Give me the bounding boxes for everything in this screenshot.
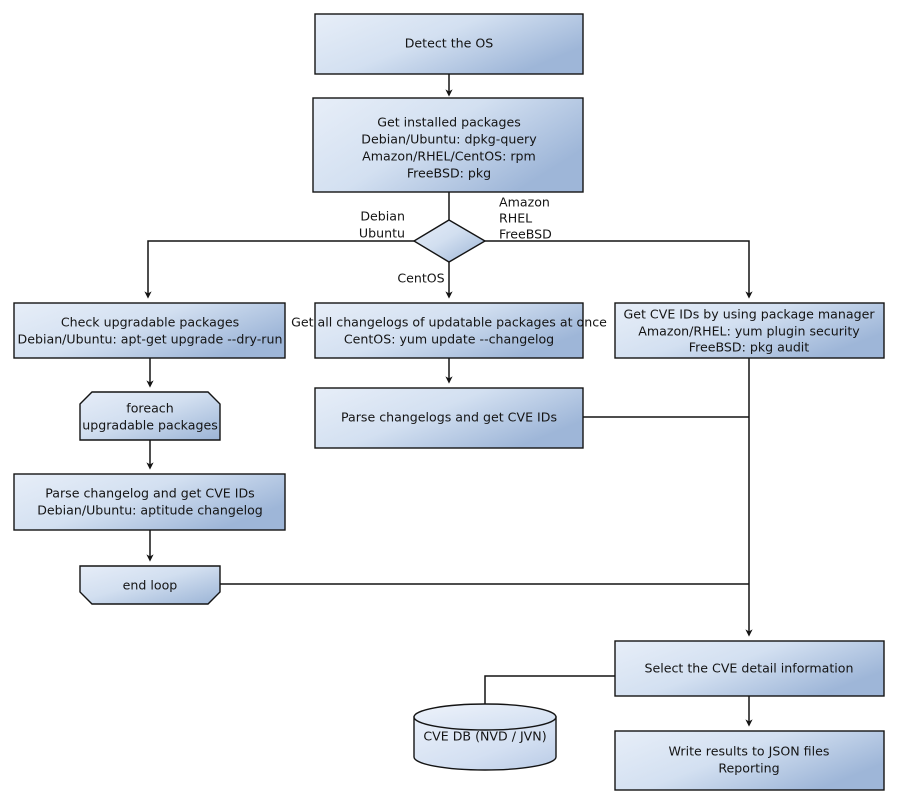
node-cve-database[interactable]: CVE DB (NVD / JVN) <box>413 703 557 771</box>
node-write-results-line-1: Reporting <box>718 761 779 776</box>
node-get-installed-packages-line-3: FreeBSD: pkg <box>407 166 491 181</box>
node-check-upgradable-packages-line-0: Check upgradable packages <box>61 315 239 330</box>
node-parse-changelogs-cve-ids-line-0: Parse changelogs and get CVE IDs <box>341 410 557 425</box>
node-parse-changelog-cve-ids-line-1: Debian/Ubuntu: aptitude changelog <box>37 503 263 518</box>
node-get-cve-ids-package-manager-line-1: Amazon/RHEL: yum plugin security <box>638 324 860 339</box>
node-detect-os[interactable]: Detect the OS <box>314 13 584 75</box>
branch-label-debian-line-0: Debian <box>360 209 405 224</box>
node-write-results[interactable]: Write results to JSON files Reporting <box>614 730 885 791</box>
node-get-installed-packages[interactable]: Get installed packages Debian/Ubuntu: dp… <box>312 97 584 193</box>
node-parse-changelogs-cve-ids[interactable]: Parse changelogs and get CVE IDs <box>314 387 584 449</box>
node-check-upgradable-packages-line-1: Debian/Ubuntu: apt-get upgrade --dry-run <box>18 332 283 347</box>
node-get-installed-packages-line-2: Amazon/RHEL/CentOS: rpm <box>362 149 536 164</box>
node-get-cve-ids-package-manager-line-0: Get CVE IDs by using package manager <box>623 307 875 322</box>
branch-label-amazon-line-2: FreeBSD <box>499 227 552 242</box>
node-end-loop[interactable]: end loop <box>79 565 221 605</box>
node-select-cve-detail-line-0: Select the CVE detail information <box>645 661 854 676</box>
node-get-all-changelogs-line-0: Get all changelogs of updatable packages… <box>291 315 607 330</box>
edge-decision-to-debian-branch <box>144 240 415 299</box>
node-get-installed-packages-line-1: Debian/Ubuntu: dpkg-query <box>361 132 537 147</box>
edge-cve-database-to-select-cve-detail <box>484 675 615 707</box>
node-get-installed-packages-line-0: Get installed packages <box>377 115 521 130</box>
node-check-upgradable-packages[interactable]: Check upgradable packages Debian/Ubuntu:… <box>13 302 286 359</box>
node-foreach-loop-start[interactable]: foreach upgradable packages <box>79 391 221 441</box>
branch-label-centos: CentOS <box>397 271 444 286</box>
node-foreach-loop-start-line-0: foreach <box>126 401 173 416</box>
cylinder-top-ellipse <box>413 703 557 731</box>
node-foreach-loop-start-line-1: upgradable packages <box>82 418 218 433</box>
branch-label-amazon-line-1: RHEL <box>499 211 532 226</box>
decision-branch-labels: Debian Ubuntu Amazon RHEL FreeBSD CentOS <box>359 195 552 286</box>
node-parse-changelog-cve-ids-line-0: Parse changelog and get CVE IDs <box>45 486 255 501</box>
edge-decision-to-amazon-branch <box>484 240 753 299</box>
node-parse-changelog-cve-ids[interactable]: Parse changelog and get CVE IDs Debian/U… <box>13 473 286 531</box>
branch-label-amazon-line-0: Amazon <box>499 195 550 210</box>
node-os-decision[interactable] <box>412 219 487 263</box>
node-get-all-changelogs[interactable]: Get all changelogs of updatable packages… <box>291 302 607 359</box>
node-write-results-line-0: Write results to JSON files <box>669 744 830 759</box>
node-select-cve-detail[interactable]: Select the CVE detail information <box>614 640 885 697</box>
node-get-cve-ids-package-manager-line-2: FreeBSD: pkg audit <box>689 340 810 355</box>
branch-label-debian-line-1: Ubuntu <box>359 226 405 241</box>
node-cve-database-line-0: CVE DB (NVD / JVN) <box>423 729 546 744</box>
node-get-cve-ids-package-manager[interactable]: Get CVE IDs by using package manager Ama… <box>614 302 885 359</box>
node-get-all-changelogs-line-1: CentOS: yum update --changelog <box>344 332 554 347</box>
node-end-loop-line-0: end loop <box>123 578 178 593</box>
connector-layer <box>144 74 753 727</box>
node-detect-os-line-0: Detect the OS <box>405 36 494 51</box>
